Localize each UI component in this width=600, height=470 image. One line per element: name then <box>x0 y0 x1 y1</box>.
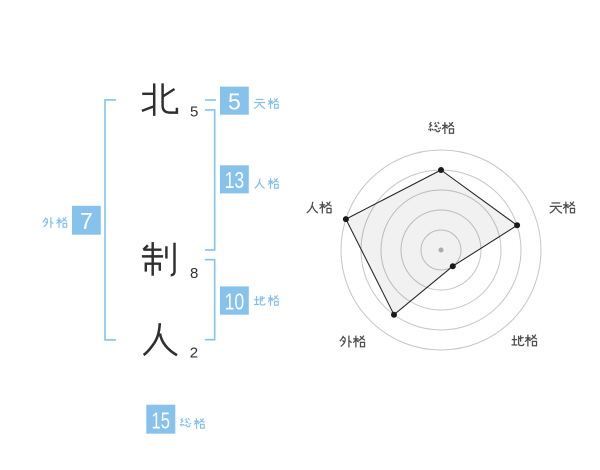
svg-text:5: 5 <box>190 104 198 121</box>
svg-text:13: 13 <box>225 167 245 193</box>
svg-text:10: 10 <box>225 289 245 315</box>
svg-text:5: 5 <box>228 89 241 115</box>
svg-text:7: 7 <box>80 208 93 234</box>
svg-text:15: 15 <box>152 408 171 434</box>
svg-text:8: 8 <box>190 265 198 282</box>
svg-text:2: 2 <box>190 345 198 362</box>
